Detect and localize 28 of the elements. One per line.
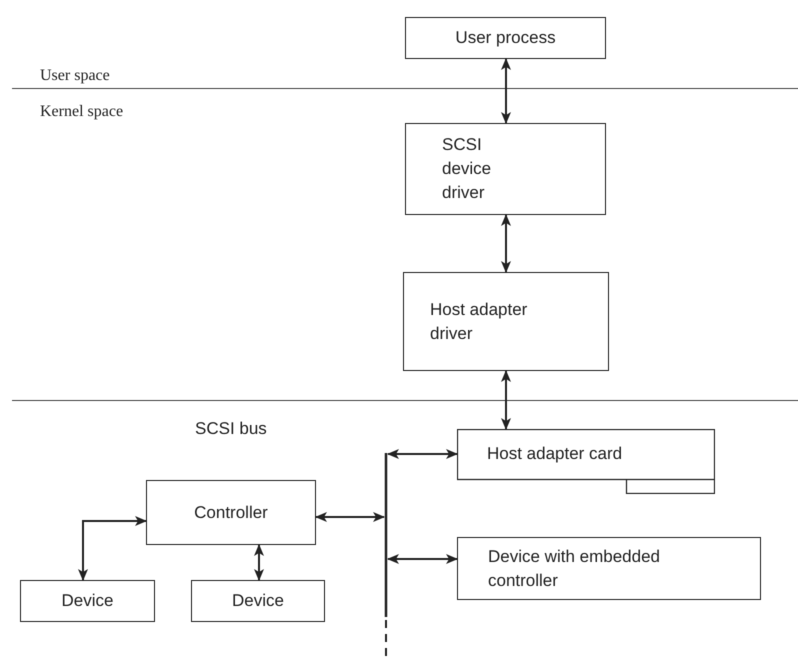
double-arrow: [387, 554, 458, 564]
double-arrow: [254, 544, 264, 581]
adapter-card-box: [457, 429, 715, 494]
process-box: [20, 580, 155, 622]
region-label: User space: [40, 66, 110, 86]
box-label: Device with embedded controller: [488, 546, 661, 592]
process-box: [403, 272, 609, 371]
process-box: [457, 537, 761, 600]
region-label: Kernel space: [40, 102, 124, 122]
box-label: Host adapter card: [487, 443, 622, 466]
process-box: [405, 17, 606, 59]
double-arrow: [501, 370, 511, 430]
process-box: [146, 480, 316, 545]
double-arrow: [387, 449, 458, 459]
box-label: Device: [62, 590, 114, 612]
region-label: SCSI bus: [195, 418, 267, 440]
double-arrow: [501, 214, 511, 273]
process-box: [191, 580, 325, 622]
double-arrow: [78, 516, 147, 581]
box-label: SCSI device driver: [442, 134, 492, 204]
box-label: Controller: [194, 502, 268, 524]
double-arrow: [501, 58, 511, 124]
box-label: Host adapter driver: [430, 298, 528, 344]
bus-line: [384, 453, 388, 658]
double-arrow: [315, 512, 385, 522]
process-box: [405, 123, 606, 215]
box-label: Device: [232, 590, 284, 612]
box-label: User process: [455, 27, 556, 49]
